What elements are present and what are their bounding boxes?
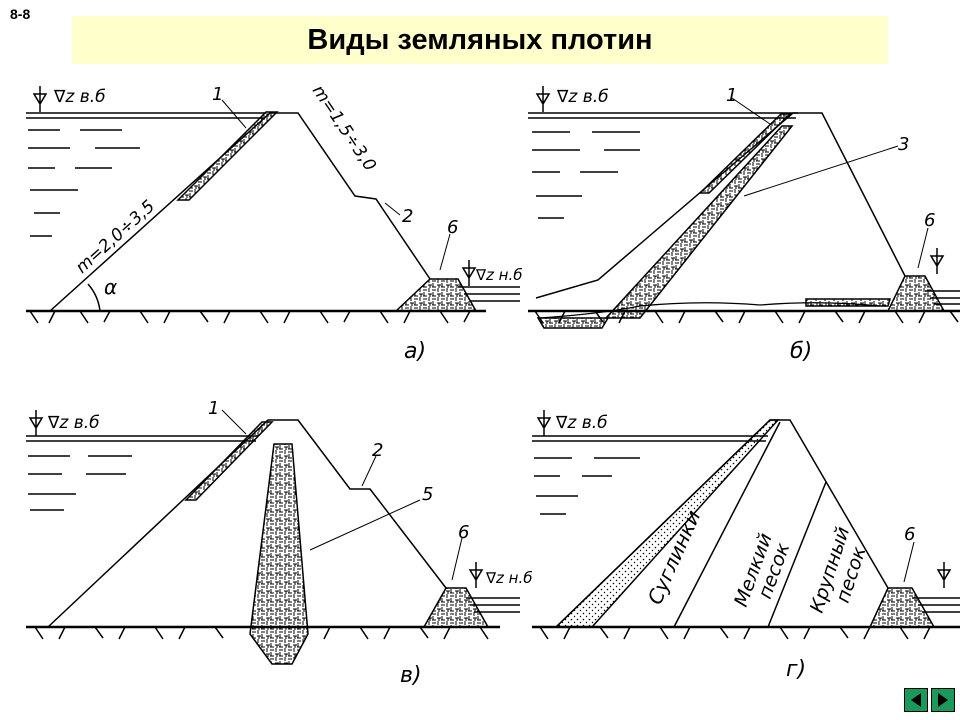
upstream-slope-label: m=2,0÷3,5	[72, 197, 159, 278]
label-2-a: 2	[402, 206, 413, 227]
downstream-slope-label: m=1,5÷3,0	[308, 82, 380, 175]
upper-level-label-a: ∇z в.б	[53, 87, 106, 107]
panel-v	[26, 409, 520, 665]
slide-number: 8-8	[10, 6, 31, 22]
panel-b	[528, 86, 960, 329]
caption-a: а)	[404, 339, 426, 364]
panel-a	[26, 86, 520, 324]
label-6-b: 6	[924, 210, 935, 231]
arrow-right-icon	[938, 693, 948, 707]
prev-slide-button[interactable]	[904, 688, 928, 712]
slide-title: Виды земляных плотин	[307, 23, 653, 56]
arrow-left-icon	[911, 693, 921, 707]
caption-g: г)	[786, 657, 806, 682]
upper-level-label-b: ∇z в.б	[556, 87, 609, 107]
label-1-v: 1	[208, 398, 219, 419]
upper-level-label-v: ∇z в.б	[47, 413, 100, 433]
upper-level-label-g: ∇z в.б	[555, 413, 608, 433]
label-3-b: 3	[898, 134, 909, 155]
lower-level-label-v: ∇z н.б	[485, 569, 533, 587]
caption-v: в)	[400, 663, 422, 688]
label-6-v: 6	[458, 522, 469, 543]
label-6-g: 6	[904, 524, 915, 545]
label-1-b: 1	[726, 85, 737, 106]
title-banner: Виды земляных плотин	[72, 16, 888, 64]
label-5-v: 5	[422, 484, 433, 505]
label-1-a: 1	[212, 84, 223, 105]
angle-alpha: α	[104, 275, 117, 299]
panel-g	[532, 410, 960, 640]
caption-b: б)	[790, 339, 812, 364]
next-slide-button[interactable]	[931, 688, 955, 712]
label-2-v: 2	[372, 440, 383, 461]
lower-level-label-a: ∇z н.б	[475, 266, 523, 284]
label-6-a: 6	[447, 217, 458, 238]
